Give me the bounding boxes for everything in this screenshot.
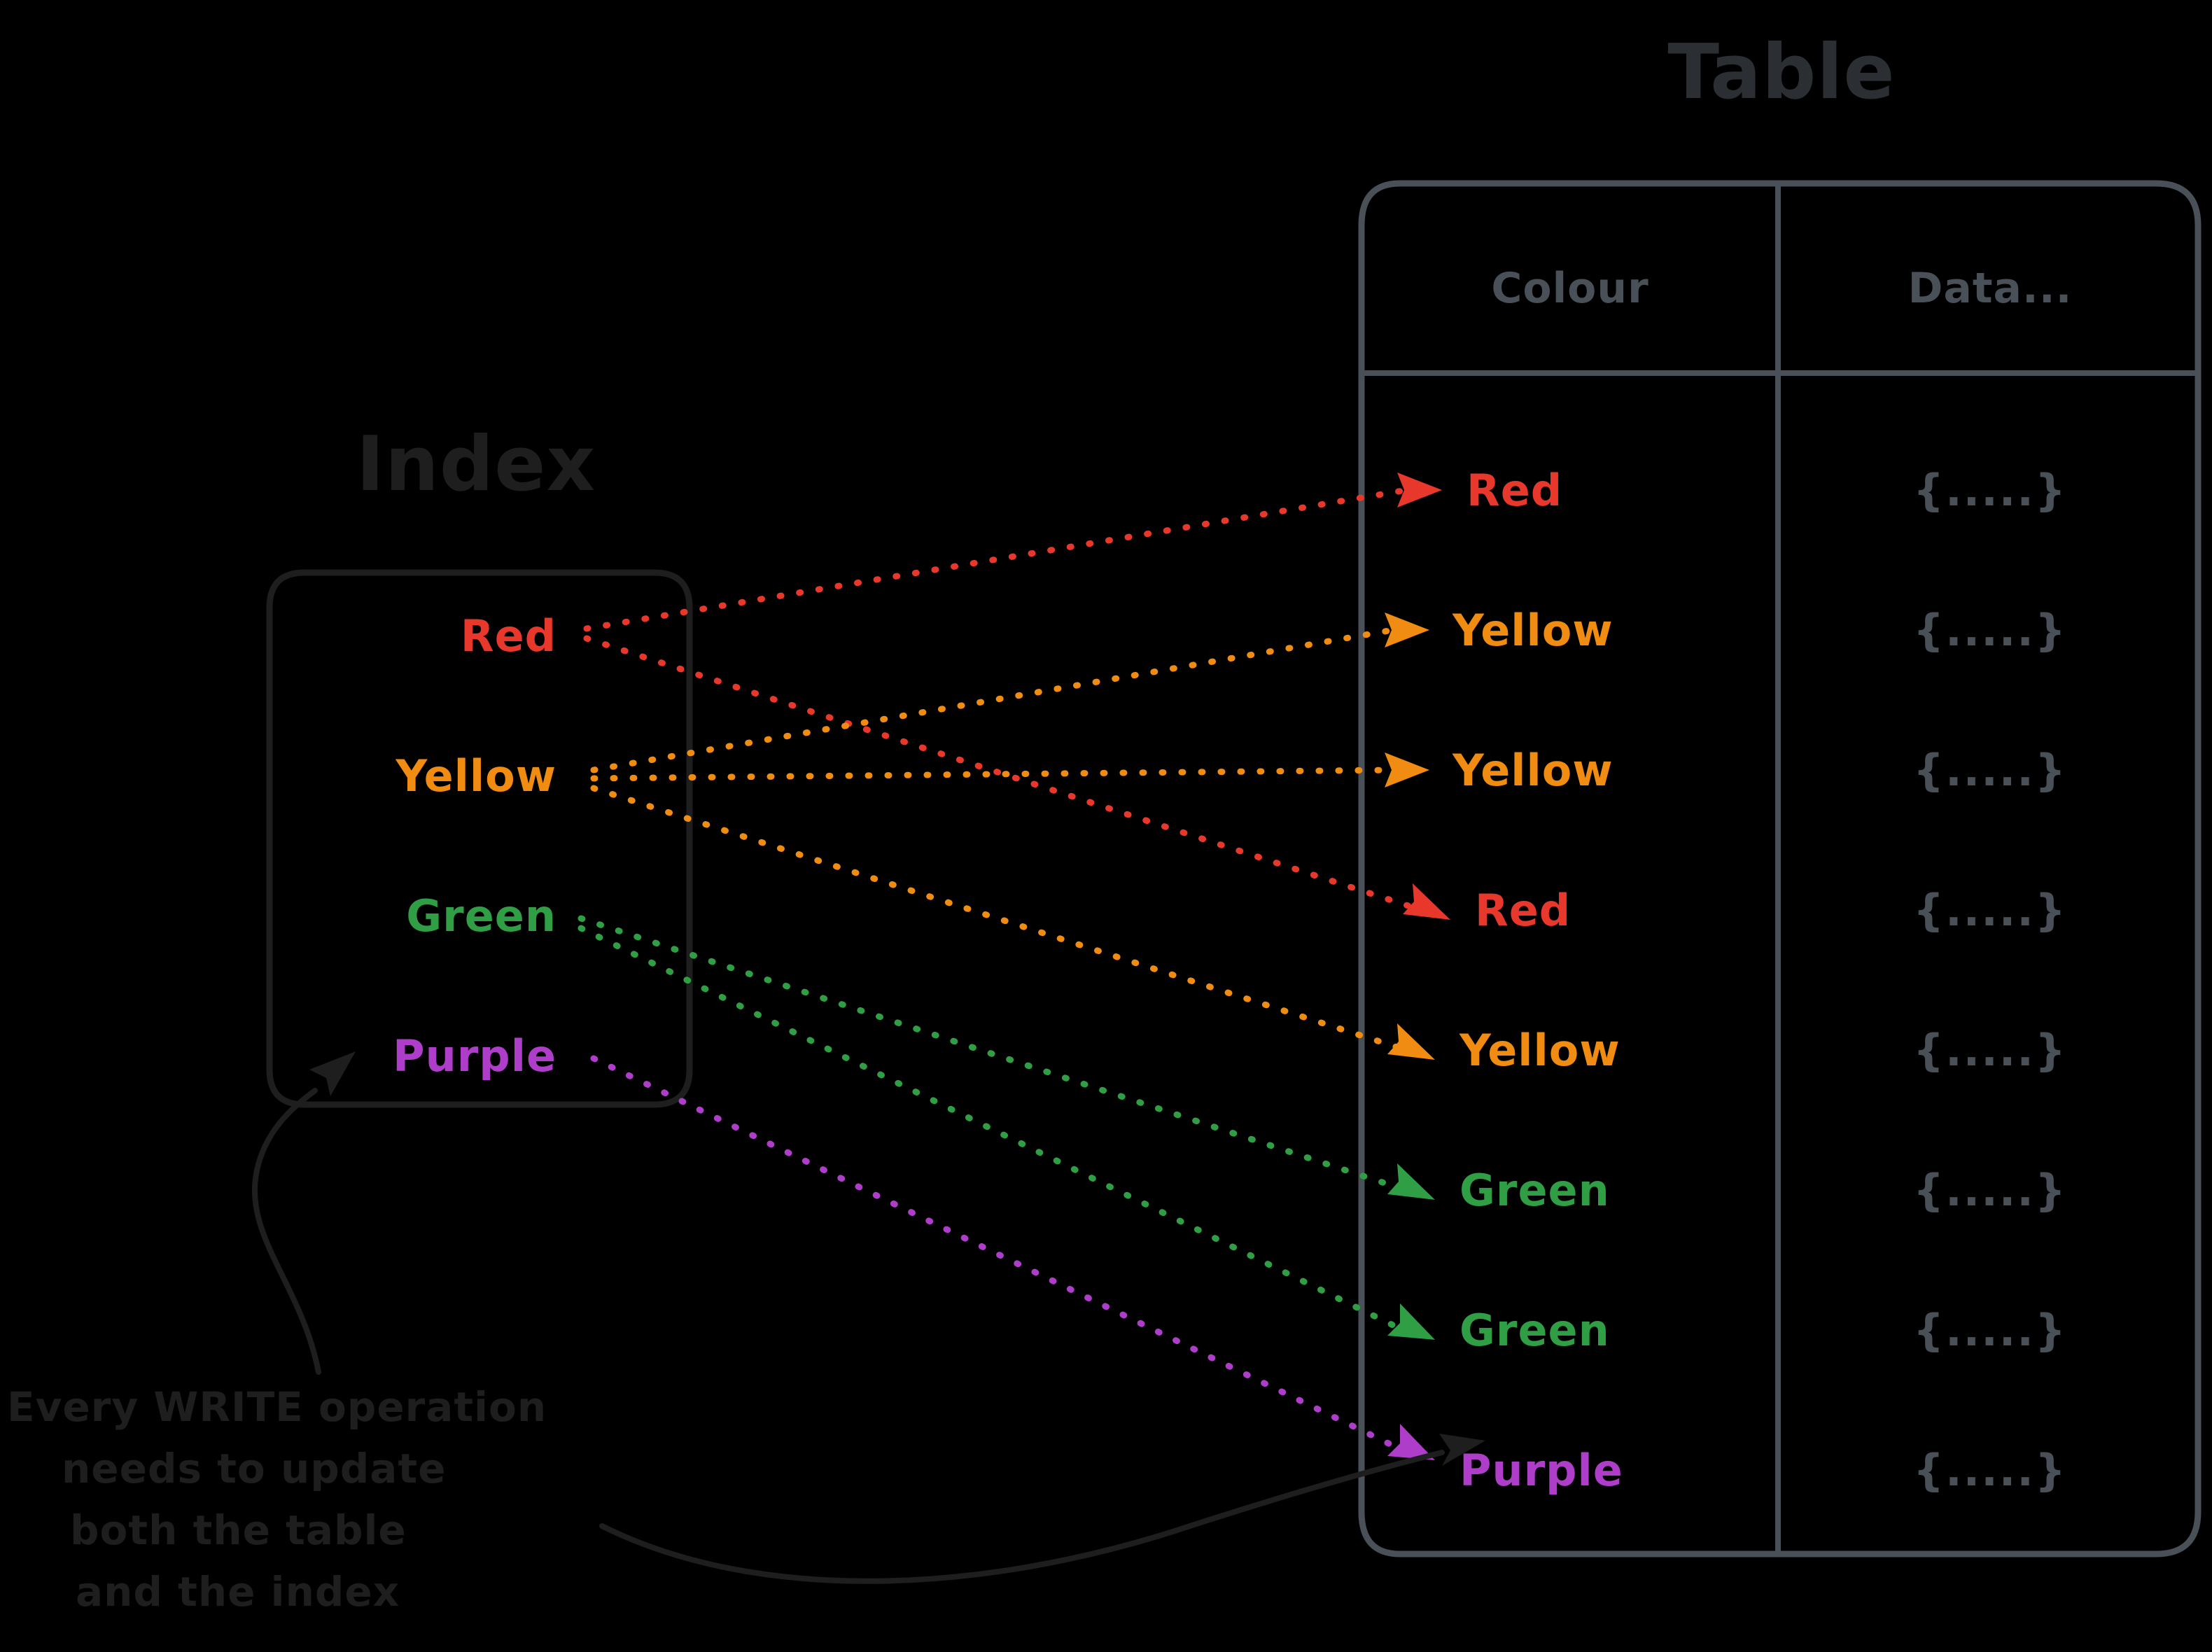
table-row: Purple {.....} [1460,1445,2067,1496]
connector-purple-to-row8 [590,1055,1435,1460]
row-colour-value: Purple [1460,1445,1623,1496]
arrowhead-icon [1397,472,1442,507]
table-row: Green {.....} [1460,1305,2067,1356]
row-data-value: {.....} [1913,885,2067,936]
arrowhead-icon [1385,752,1429,788]
column-header-data: Data... [1908,264,2073,313]
arrowhead-icon [1387,1023,1435,1060]
connector-green-to-row6 [578,915,1435,1200]
connector-red-to-row1 [583,472,1442,632]
row-colour-value: Yellow [1452,745,1614,796]
table-row: Yellow {.....} [1452,745,2067,796]
connector-yellow-to-row5 [590,785,1435,1060]
row-data-value: {.....} [1913,1305,2067,1356]
arrowhead-icon [1387,1303,1435,1340]
row-colour-value: Yellow [1452,605,1614,656]
row-data-value: {.....} [1913,1025,2067,1076]
row-colour-value: Green [1460,1305,1610,1356]
row-data-value: {.....} [1913,1445,2067,1496]
table-row: Red {.....} [1475,885,2067,936]
row-data-value: {.....} [1913,745,2067,796]
connector-yellow-to-row3 [590,752,1429,788]
annotation-line-1: Every WRITE operation [7,1383,547,1431]
arrowhead-icon [1387,1424,1435,1460]
arrowhead-icon [1439,1434,1485,1466]
table-row: Red {.....} [1466,465,2067,516]
arrowhead-icon [309,1051,356,1096]
row-data-value: {.....} [1913,1165,2067,1216]
index-item-yellow[interactable]: Yellow [395,750,556,802]
connector-green-to-row7 [578,925,1435,1340]
row-colour-value: Green [1460,1165,1610,1216]
row-colour-value: Yellow [1459,1025,1620,1076]
table-row: Yellow {.....} [1452,605,2067,656]
row-data-value: {.....} [1913,465,2067,516]
table-outline [1358,180,2202,1558]
index-item-green[interactable]: Green [406,890,556,941]
connector-red-to-row4 [583,635,1450,920]
arrowhead-icon [1387,1163,1435,1200]
connector-yellow-to-row2 [590,612,1429,774]
index-title: Index [356,421,596,508]
table-row: Yellow {.....} [1459,1025,2067,1076]
column-header-colour: Colour [1491,264,1648,313]
annotation-line-3: both the table [70,1506,407,1554]
index-item-red[interactable]: Red [461,610,556,662]
annotation-arrow-to-index [252,1051,356,1375]
index-outline [266,569,693,1108]
row-data-value: {.....} [1913,605,2067,656]
annotation-line-4: and the index [76,1568,400,1616]
arrowhead-icon [1403,883,1450,920]
table-title: Table [1667,29,1895,116]
row-colour-value: Red [1466,465,1562,516]
arrowhead-icon [1385,612,1429,648]
annotation-arrow-to-table [599,1434,1485,1584]
row-colour-value: Red [1475,885,1571,936]
table-row: Green {.....} [1460,1165,2067,1216]
annotation-line-2: needs to update [62,1445,447,1492]
index-item-purple[interactable]: Purple [393,1030,556,1082]
